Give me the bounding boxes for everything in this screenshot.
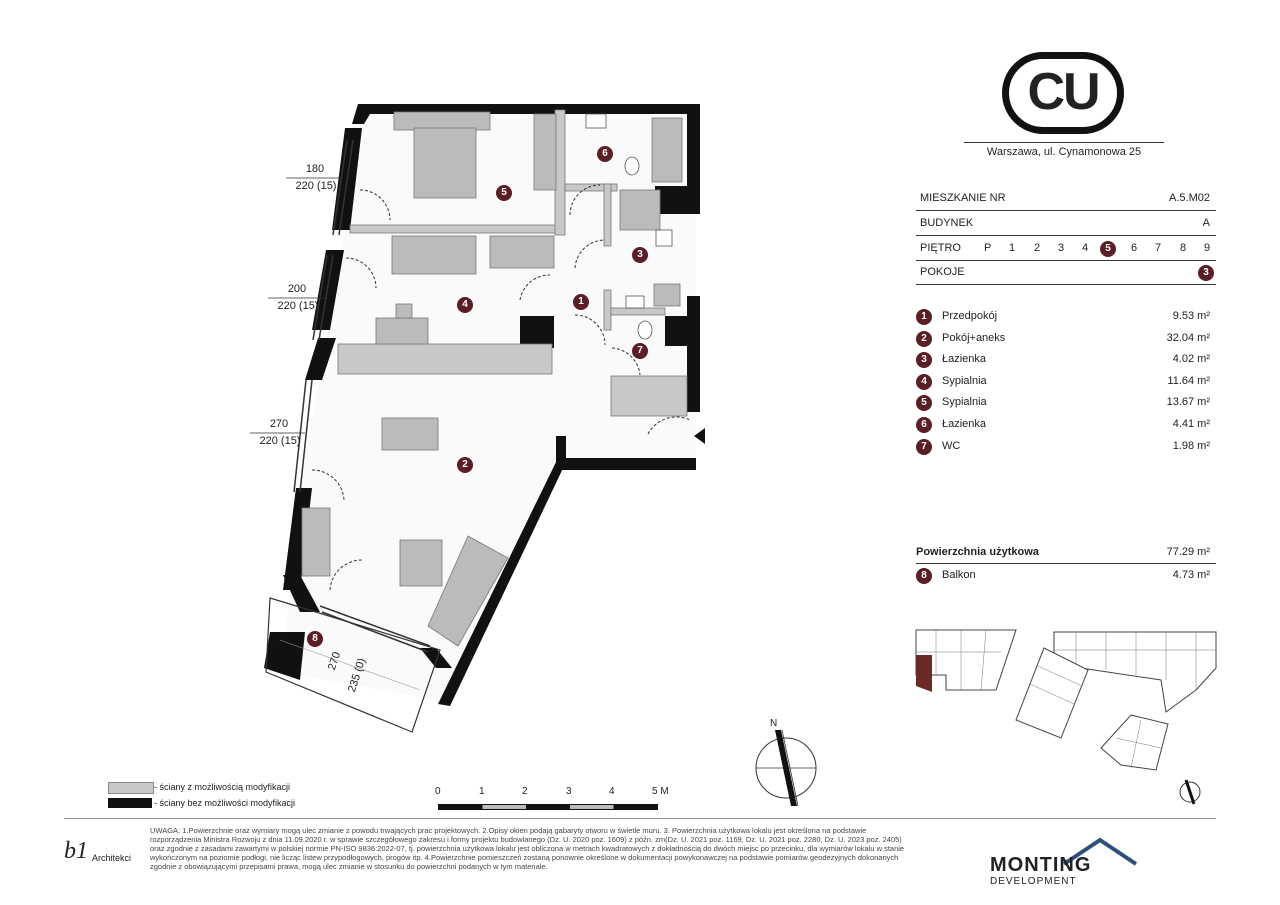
plan-label-4: 4	[457, 297, 473, 313]
window-2-width: 200	[287, 283, 307, 295]
scale-tick: 1	[479, 786, 485, 797]
plan-label-8: 8	[307, 631, 323, 647]
usable-area-value: 77.29 m²	[1166, 546, 1210, 558]
legend-fixed-label: - ściany bez możliwości modyfikacji	[154, 798, 296, 808]
compass	[755, 729, 817, 807]
legend-fixed-swatch	[108, 798, 152, 808]
address: Warszawa, ul. Cynamonowa 25	[986, 146, 1142, 158]
plan-label-2: 2	[457, 457, 473, 473]
rooms-count-row: POKOJE 3	[916, 262, 1216, 285]
window-3-width: 270	[269, 418, 289, 430]
building-value: A	[1202, 217, 1210, 229]
usable-area-row: Powierzchnia użytkowa 77.29 m²	[916, 544, 1216, 564]
apartment-highlight	[916, 655, 932, 692]
balcony	[265, 597, 441, 733]
windows	[293, 139, 431, 653]
floor-plan	[250, 104, 705, 733]
scale-tick: 3	[566, 786, 572, 797]
entrance-marker	[694, 428, 705, 444]
window-3-height: 220 (15)	[259, 435, 301, 447]
developer-sub: DEVELOPMENT	[990, 876, 1077, 887]
door-swings	[311, 184, 691, 591]
scale-tick: 0	[435, 786, 441, 797]
plan-label-7: 7	[632, 343, 648, 359]
plan-label-3: 3	[632, 247, 648, 263]
building-row: BUDYNEK A	[916, 213, 1216, 236]
current-floor: 5	[1100, 241, 1116, 257]
window-1-width: 180	[305, 163, 325, 175]
scale-tick: 2	[522, 786, 528, 797]
plan-label-1: 1	[573, 294, 589, 310]
compass-north: N	[770, 718, 778, 729]
cu-logo: CU	[1002, 52, 1124, 134]
disclaimer: UWAGA: 1.Powierzchnie oraz wymiary mogą …	[150, 826, 905, 871]
legend-modifiable-label: - ściany z możliwością modyfikacji	[154, 782, 291, 792]
legend-modifiable-swatch	[108, 782, 154, 794]
scale-tick: 4	[609, 786, 615, 797]
architect-name: Architekci	[92, 853, 132, 863]
interior-walls	[337, 109, 688, 417]
rooms-count: 3	[1198, 265, 1214, 281]
scale-tick: 5 M	[652, 786, 669, 797]
key-plan	[915, 629, 1217, 805]
plan-label-5: 5	[496, 185, 512, 201]
window-2-height: 220 (15)	[277, 300, 319, 312]
plan-label-6: 6	[597, 146, 613, 162]
furniture	[301, 111, 683, 647]
apartment-number: A.5.M02	[1169, 192, 1210, 204]
developer-name: MONTING	[990, 854, 1092, 876]
floor-row: PIĘTRO P 1 2 3 4 5 6 7 8 9	[916, 238, 1216, 261]
apartment-row: MIESZKANIE NR A.5.M02	[916, 188, 1216, 211]
developer-roof-icon	[1062, 837, 1138, 866]
window-1-height: 220 (15)	[295, 180, 337, 192]
scale-bar	[438, 804, 658, 810]
architect-mark: b1	[64, 838, 88, 864]
